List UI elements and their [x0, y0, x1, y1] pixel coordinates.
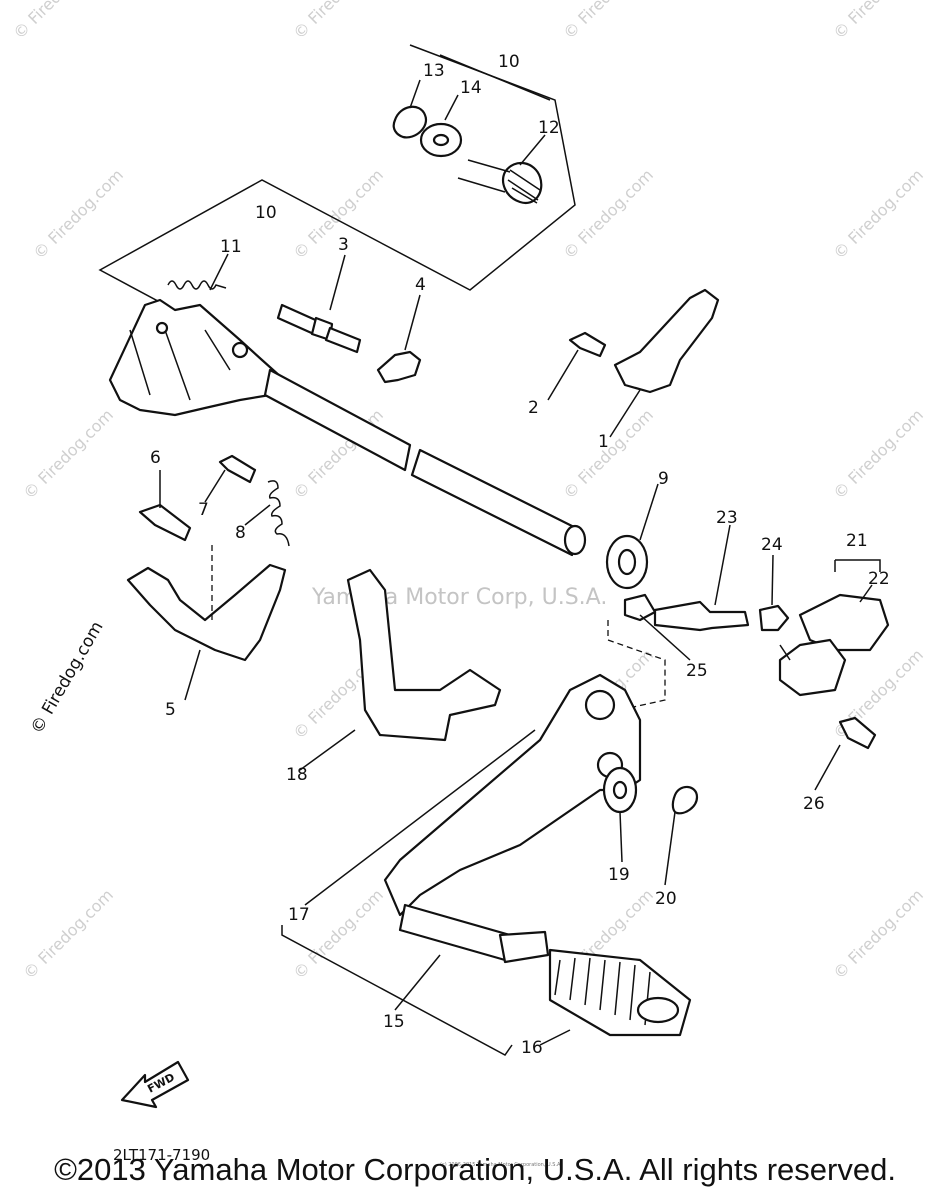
watermark-tile: © Firedog.com	[829, 405, 927, 503]
bolt-25	[623, 593, 657, 622]
leader-lines	[159, 79, 873, 1046]
pedal-rubber-16	[548, 948, 692, 1037]
part-label: 18	[286, 765, 308, 785]
watermark-tile: © Firedog.com	[829, 885, 927, 983]
circlip-13	[392, 105, 428, 139]
shift-shaft	[263, 368, 587, 557]
part-label: 16	[521, 1038, 543, 1058]
copyright-footer: ©2013 Yamaha Motor Corporation, U.S.A. A…	[54, 1152, 896, 1187]
bolt-2	[568, 331, 607, 358]
side-watermark: © Firedog.com	[27, 618, 108, 737]
watermark-tile: © Firedog.com	[29, 165, 127, 263]
shift-arm-10	[108, 298, 292, 417]
watermark-tile: © Firedog.com	[559, 405, 657, 503]
part-label: 1	[598, 432, 609, 452]
bolt-6	[138, 503, 192, 542]
part-label: 9	[658, 469, 669, 489]
part-label: 10	[498, 52, 520, 72]
part-label: 25	[686, 661, 708, 681]
part-label: 21	[846, 531, 868, 551]
plate-4	[376, 350, 422, 384]
fwd-arrow-icon: FWD	[120, 1060, 190, 1109]
part-labels: 1 2 3 4 5 6 7 8 9 10 10 11 12 13 14 15 1…	[150, 52, 890, 1058]
part-label: 22	[868, 569, 890, 589]
watermark-tile: © Firedog.com	[289, 885, 387, 983]
nut-24	[758, 604, 790, 632]
tiny-copyright: (c) 2006-2015 Yamaha Motor Corporation, …	[440, 1162, 562, 1168]
watermark-tile: © Firedog.com	[19, 405, 117, 503]
assembly-bracket-10-top	[98, 44, 576, 346]
watermark-tile: © Firedog.com	[829, 165, 927, 263]
washer-14	[419, 122, 463, 158]
part-label: 4	[415, 275, 426, 295]
bracket-15-16	[281, 925, 513, 1056]
bolt-7	[218, 454, 257, 484]
part-label: 10	[255, 203, 277, 223]
washer-19	[602, 766, 638, 814]
watermark-tile: © Firedog.com	[19, 885, 117, 983]
spring-8	[267, 480, 290, 547]
assembly-bracket-10-top-inner	[439, 54, 551, 101]
part-label: 19	[608, 865, 630, 885]
bracket-18	[346, 568, 502, 742]
lever-5	[126, 563, 287, 662]
part-label: 23	[716, 508, 738, 528]
part-label: 2	[528, 398, 539, 418]
dash-box-25	[607, 620, 666, 711]
part-label: 5	[165, 700, 176, 720]
part-label: 15	[383, 1012, 405, 1032]
stud-bolt-3	[276, 303, 362, 354]
part-label: 3	[338, 235, 349, 255]
watermark-tile: © Firedog.com	[9, 0, 107, 43]
oil-seal-9	[605, 534, 649, 590]
spring-12	[457, 159, 543, 205]
joint-bolt-23	[653, 600, 750, 632]
diagram-code: 2LT171-7190	[113, 1146, 210, 1164]
bracket-21	[834, 559, 881, 572]
pedal-shaft-15	[398, 903, 550, 964]
spring-11	[167, 280, 227, 290]
lever-1	[613, 288, 720, 394]
part-label: 7	[198, 500, 209, 520]
bolt-26	[838, 716, 877, 750]
part-label: 13	[423, 61, 445, 81]
part-label: 6	[150, 448, 161, 468]
watermark-tile: © Firedog.com	[559, 0, 657, 43]
watermark-tile: © Firedog.com	[829, 0, 927, 43]
part-label: 12	[538, 118, 560, 138]
watermark-tile: © Firedog.com	[289, 0, 387, 43]
part-label: 24	[761, 535, 783, 555]
part-label: 26	[803, 794, 825, 814]
part-label: 11	[220, 237, 242, 257]
clip-20	[671, 785, 699, 815]
part-label: 14	[460, 78, 482, 98]
watermark-tile: © Firedog.com	[559, 165, 657, 263]
part-label: 20	[655, 889, 677, 909]
part-label: 8	[235, 523, 246, 543]
part-label: 17	[288, 905, 310, 925]
joint-21	[778, 593, 890, 697]
